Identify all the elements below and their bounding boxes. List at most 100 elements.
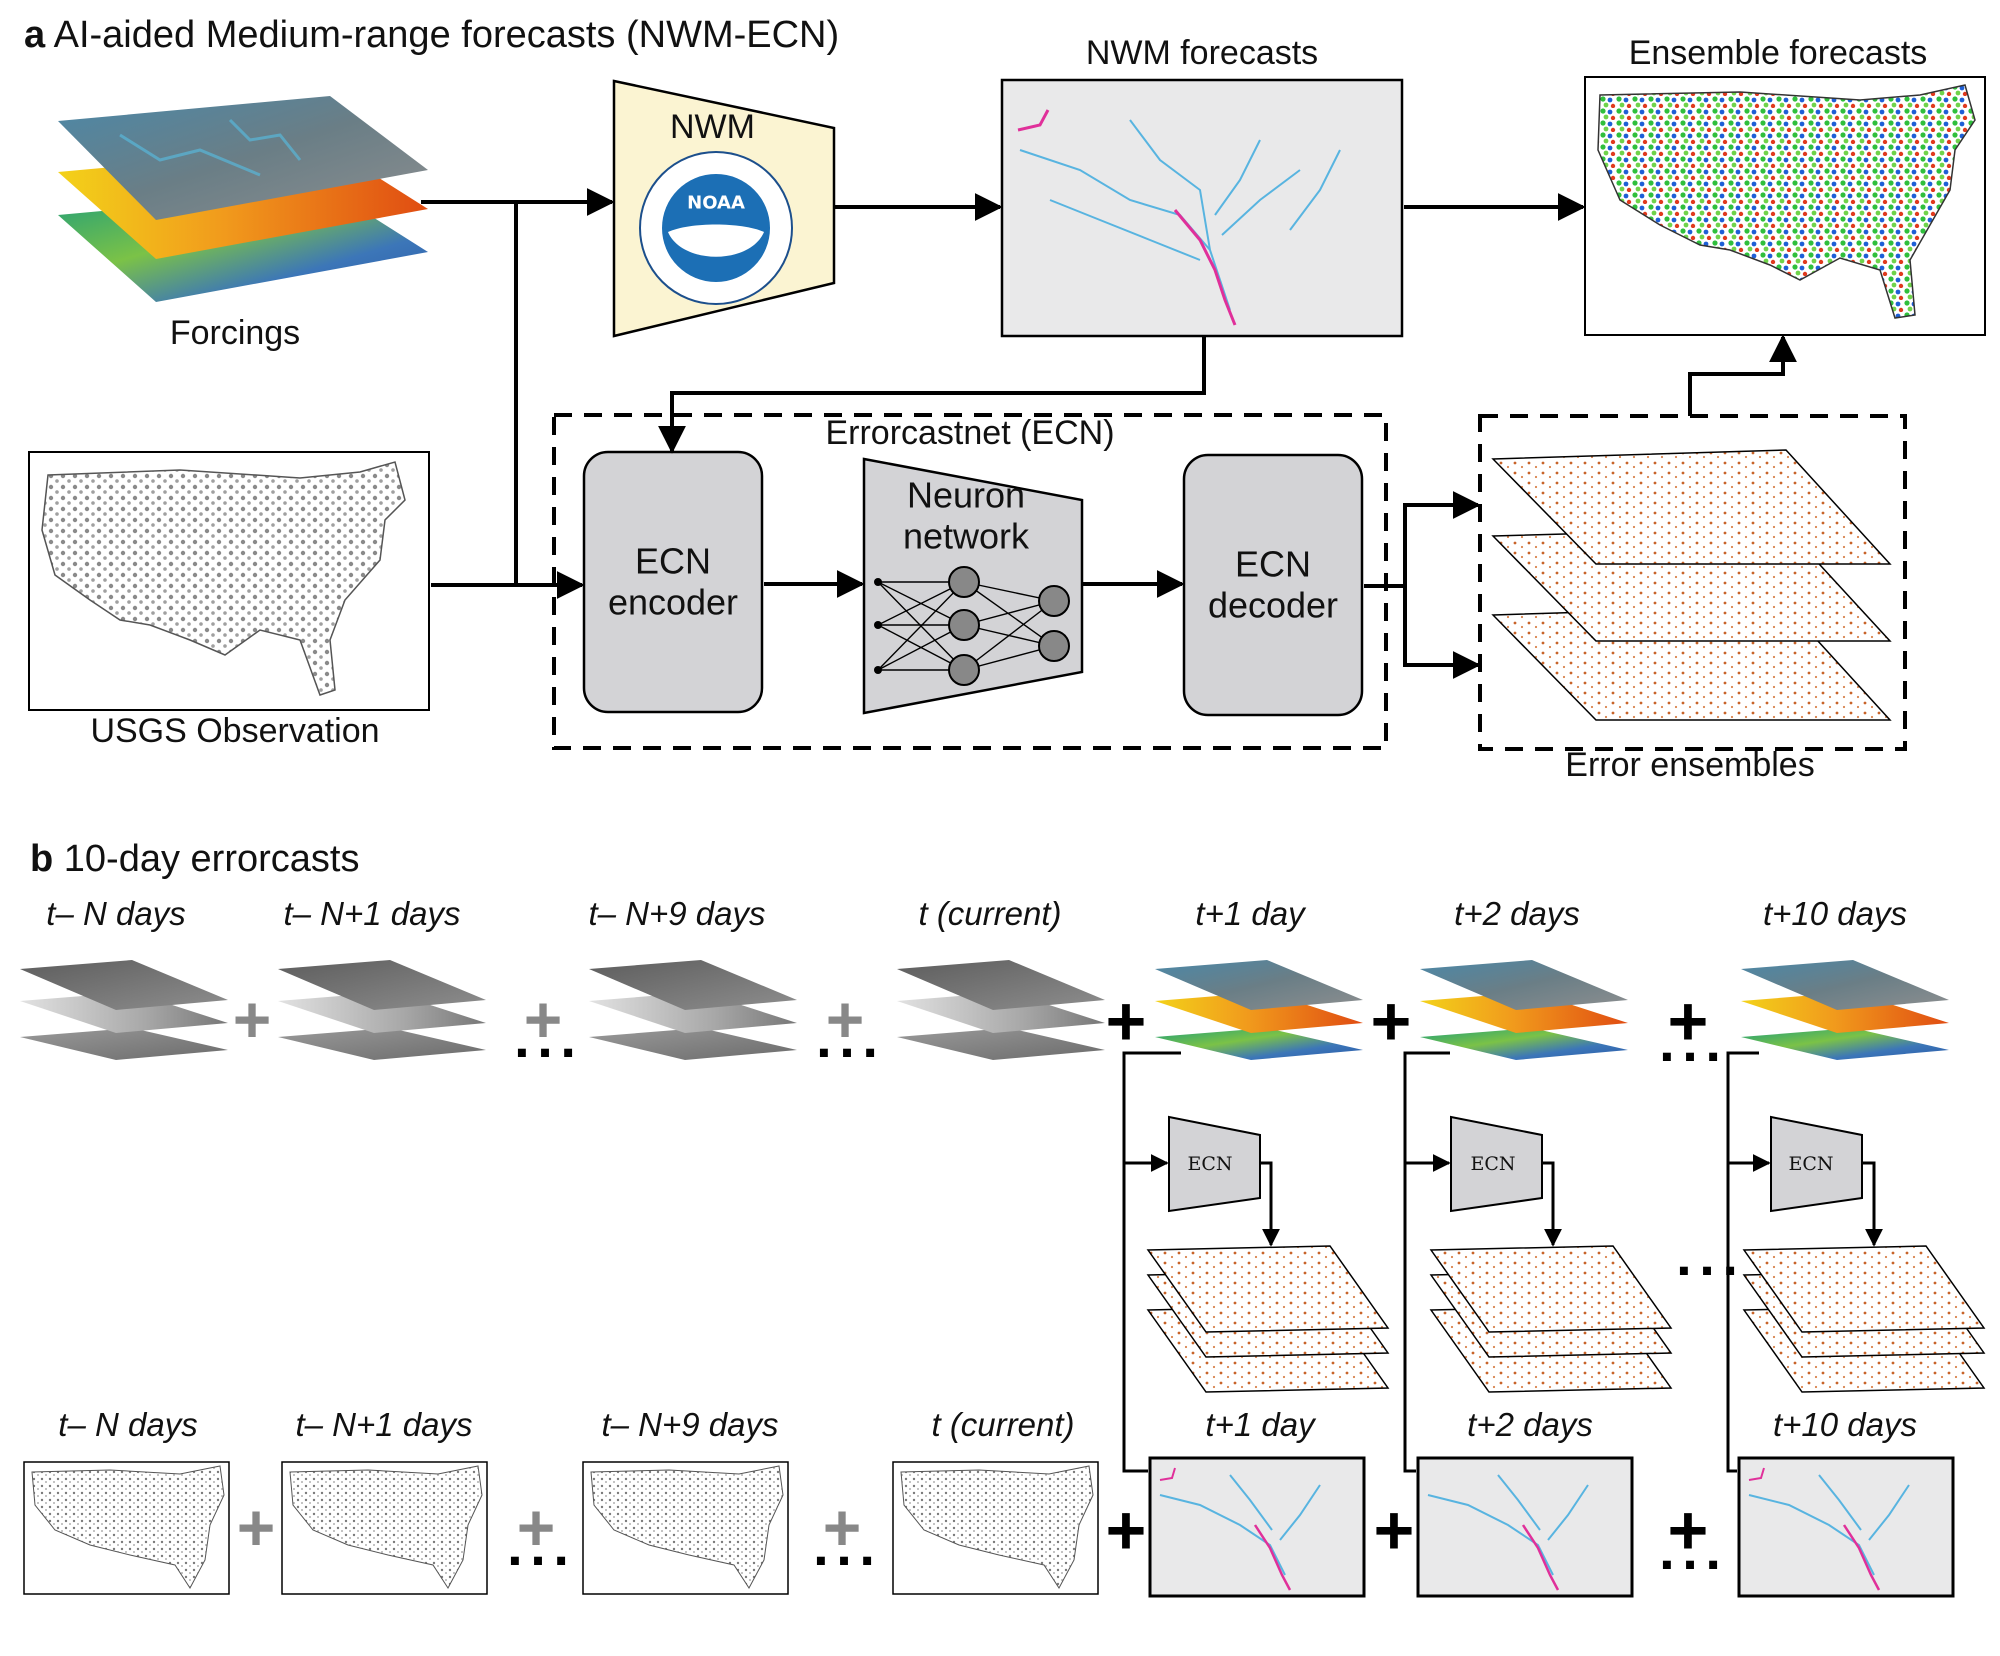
nwm-west-river xyxy=(1017,109,1050,132)
error-layer-1 xyxy=(1491,449,1892,565)
ecn-block-day10 xyxy=(1770,1115,1863,1213)
bottom-time-label: t (current) xyxy=(931,1406,1075,1443)
obs-map-1 xyxy=(23,1461,230,1595)
ecn-group-label: Errorcastnet (ECN) xyxy=(825,414,1115,452)
plus-symbol: + xyxy=(236,1490,276,1564)
noaa-logo-bird xyxy=(668,224,764,257)
arrow-decoder-to-ensemble-top xyxy=(1403,491,1481,667)
future-forcing-stacks xyxy=(1155,960,1949,1060)
nn-hidden-node xyxy=(948,609,980,641)
arrow-ecn2-to-error xyxy=(1542,1161,1562,1247)
future-stack-1 xyxy=(1155,960,1363,1060)
ellipsis-symbol: . . . xyxy=(813,1514,875,1577)
arrow-ecn10-to-error xyxy=(1862,1161,1883,1247)
connector-day10 xyxy=(1726,1051,1759,1473)
ecn-encoder-label-1: ECN xyxy=(634,540,712,582)
panel-a-arrows xyxy=(421,188,1797,679)
error-stacks-b xyxy=(1146,1245,1986,1393)
ecn-block-label: ECN xyxy=(1470,1153,1516,1175)
nn-output-node xyxy=(1038,630,1070,662)
usgs-observation-map xyxy=(28,451,430,711)
plus-symbol: + xyxy=(825,982,865,1056)
ecn-decoder-label: ECN decoder xyxy=(1208,544,1338,627)
connector-day1 xyxy=(1122,1051,1181,1473)
nn-input-node xyxy=(874,578,882,586)
error-stack-day2 xyxy=(1429,1245,1673,1393)
neuron-network-label-2: network xyxy=(902,516,1030,557)
connector-day2 xyxy=(1403,1051,1450,1473)
ecn-group-frame xyxy=(552,413,1388,750)
top-time-label: t+1 day xyxy=(1195,895,1305,932)
bottom-time-label: t– N days xyxy=(58,1406,198,1443)
forcings-stack xyxy=(58,96,428,302)
nwm-label: NWM xyxy=(670,108,755,146)
nwm-maps-b xyxy=(1148,1456,1955,1598)
bottom-time-label: t+1 day xyxy=(1205,1406,1315,1443)
nwm-forecasts-label: NWM forecasts xyxy=(1085,34,1319,72)
ecn-encoder-label-2: encoder xyxy=(607,582,739,623)
plus-symbol: + xyxy=(1105,982,1147,1060)
error-ensembles-frame xyxy=(1478,414,1907,751)
obs-map-4 xyxy=(892,1461,1099,1595)
neuron-network-label: Neuron network xyxy=(903,475,1029,558)
panel-a-title: AI-aided Medium-range forecasts (NWM-ECN… xyxy=(53,14,840,56)
nwm-map-day2 xyxy=(1416,1456,1634,1598)
plus-symbol: + xyxy=(1370,982,1412,1060)
nwm-forecasts-map xyxy=(1000,78,1404,338)
error-ensembles-label: Error ensembles xyxy=(1565,746,1815,784)
plus-symbol: + xyxy=(523,982,563,1056)
ellipsis-symbol: . . . xyxy=(1659,1518,1721,1581)
ecn-block-day2 xyxy=(1450,1115,1543,1213)
bottom-time-label: t– N+9 days xyxy=(601,1406,779,1443)
ensemble-forecasts-map xyxy=(1584,76,1986,336)
nn-hidden-node xyxy=(948,566,980,598)
nwm-rivers xyxy=(1019,119,1341,311)
nn-input-node xyxy=(874,666,882,674)
ensemble-forecasts-label: Ensemble forecasts xyxy=(1628,34,1928,72)
ellipsis-symbol: . . . xyxy=(1659,1010,1721,1073)
plus-symbol: + xyxy=(1105,1491,1147,1569)
nn-hidden-node xyxy=(948,654,980,686)
past-stack-3 xyxy=(589,960,797,1060)
forcing-top-features xyxy=(119,118,302,177)
ellipsis-symbol: . . . xyxy=(1676,1224,1738,1287)
ellipsis-symbol: . . . xyxy=(816,1006,878,1069)
plus-symbol: + xyxy=(516,1490,556,1564)
plus-symbol: + xyxy=(822,1490,862,1564)
top-time-label: t– N days xyxy=(46,895,186,932)
ellipsis-symbol: . . . xyxy=(514,1006,576,1069)
panel-b-title: 10-day errorcasts xyxy=(63,838,360,880)
ecn-block-label: ECN xyxy=(1187,1153,1233,1175)
forcings-label: Forcings xyxy=(169,314,301,352)
future-stack-3 xyxy=(1741,960,1949,1060)
usgs-observation-label: USGS Observation xyxy=(90,712,380,750)
panel-a-heading: a AI-aided Medium-range forecasts (NWM-E… xyxy=(24,14,839,57)
past-stack-2 xyxy=(278,960,486,1060)
obs-map-3 xyxy=(582,1461,789,1595)
plus-symbol: + xyxy=(1373,1491,1415,1569)
top-time-label: t+10 days xyxy=(1762,895,1908,932)
top-time-label: t (current) xyxy=(918,895,1062,932)
neuron-network-block xyxy=(862,457,1084,715)
arrow-errors-to-ensemble xyxy=(1688,334,1797,416)
error-ensemble-stack xyxy=(1491,449,1892,721)
past-stack-1 xyxy=(20,960,228,1060)
panel-b-letter: b xyxy=(30,838,54,880)
error-stack-day1 xyxy=(1146,1245,1390,1393)
arrow-map-to-encoder xyxy=(658,337,1206,454)
nwm-map-day1 xyxy=(1148,1456,1366,1598)
plus-symbol: + xyxy=(232,982,272,1056)
nwm-map-day10 xyxy=(1737,1456,1955,1598)
usgs-us-outline xyxy=(41,461,406,696)
panel-b-arrows xyxy=(1122,1051,1883,1473)
top-time-label: t+2 days xyxy=(1454,895,1580,932)
noaa-logo-text: NOAA xyxy=(687,192,745,214)
bottom-time-label: t+10 days xyxy=(1772,1406,1918,1443)
ensemble-us-outline xyxy=(1597,84,1976,319)
arrow-ecn1-to-error xyxy=(1260,1161,1280,1247)
bottom-time-label: t– N+1 days xyxy=(295,1406,473,1443)
ecn-decoder-label-2: decoder xyxy=(1207,585,1339,626)
plus-symbol: + xyxy=(1667,982,1709,1060)
nwm-model-block xyxy=(612,79,836,338)
